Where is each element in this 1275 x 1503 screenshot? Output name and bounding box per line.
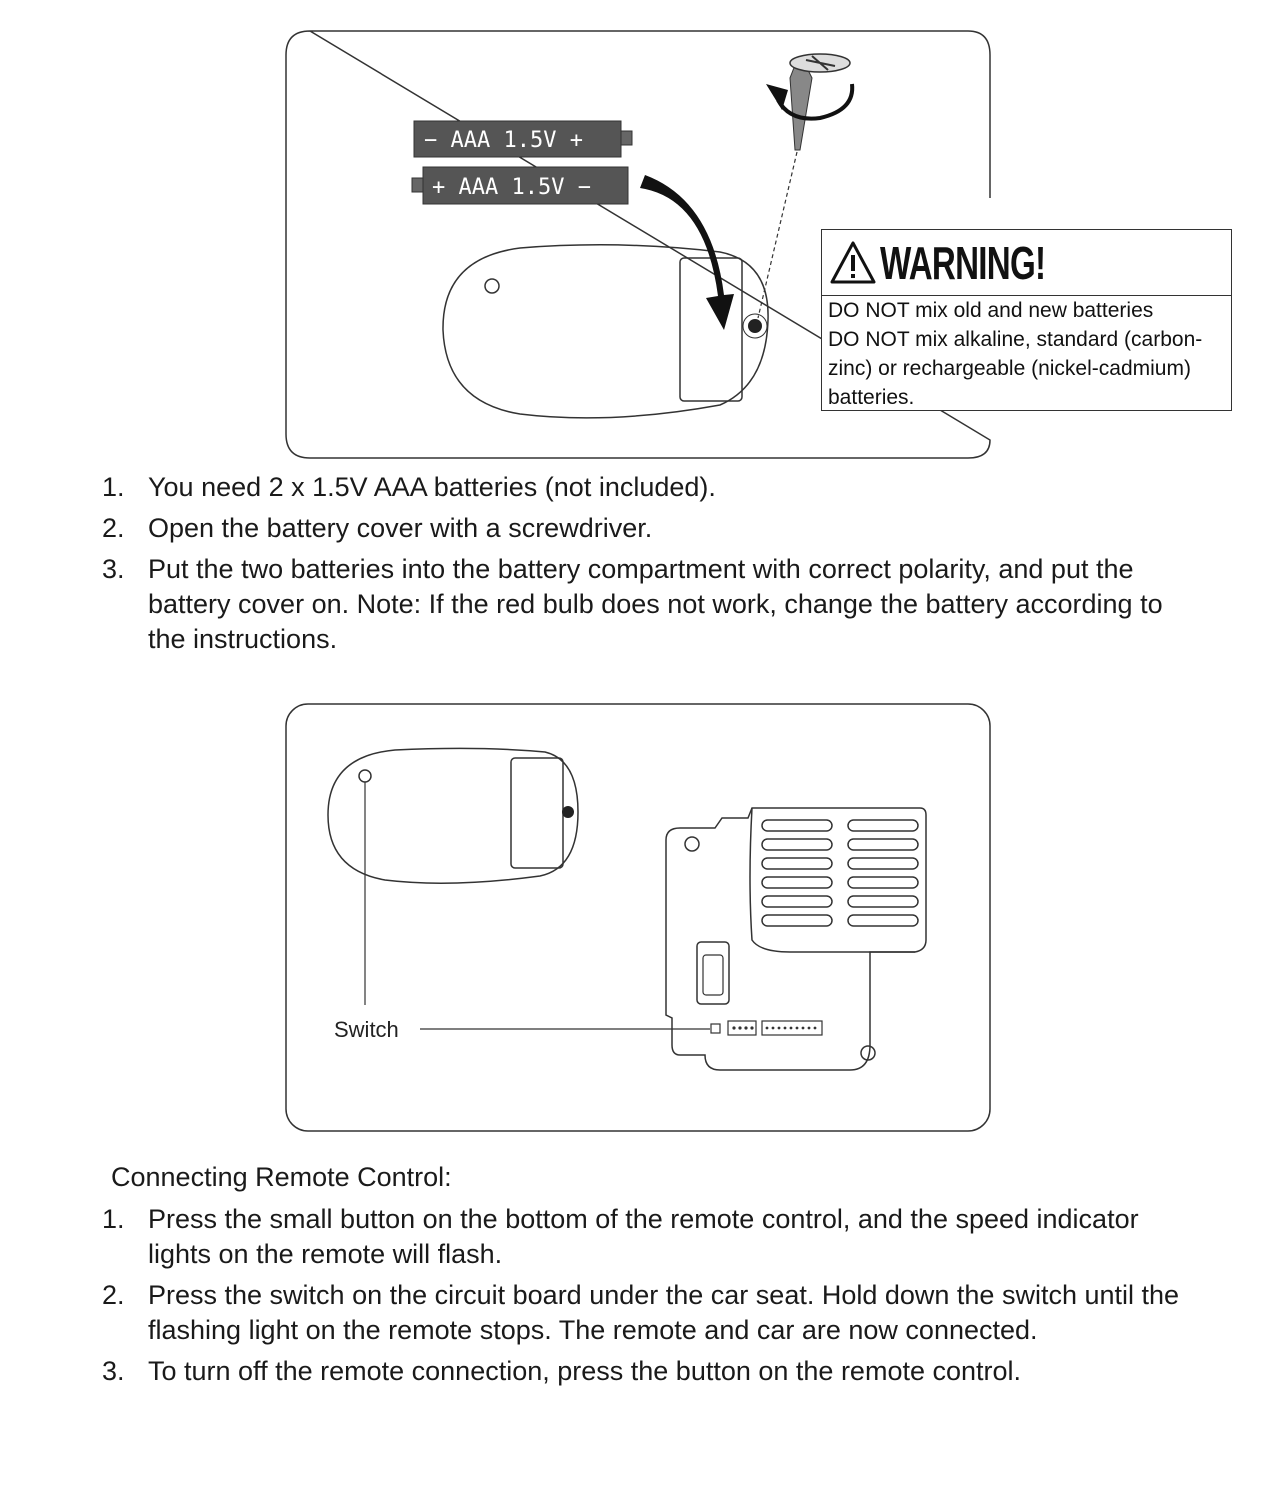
remote-button-icon <box>358 769 372 783</box>
warning-title: WARNING! <box>880 236 1046 289</box>
connecting-steps: 1. Press the small button on the bottom o… <box>100 1202 1200 1395</box>
switch-label: Switch <box>334 1017 399 1042</box>
step-number: 3. <box>102 554 125 584</box>
battery-steps: 1. You need 2 x 1.5V AAA batteries (not i… <box>100 470 1180 663</box>
warning-header: WARNING! <box>822 230 1231 296</box>
step-text: Open the battery cover with a screwdrive… <box>148 513 653 543</box>
list-item: 2. Press the switch on the circuit board … <box>100 1278 1200 1348</box>
list-item: 2. Open the battery cover with a screwdri… <box>100 511 1180 546</box>
figure2-frame <box>285 703 991 1132</box>
step-number: 3. <box>102 1356 125 1386</box>
step-text: Press the switch on the circuit board un… <box>148 1280 1180 1345</box>
list-item: 3. To turn off the remote connection, pre… <box>100 1354 1200 1389</box>
warning-line2: DO NOT mix alkaline, standard (carbon-zi… <box>828 328 1203 409</box>
step-number: 2. <box>102 1280 125 1310</box>
battery-top-label: − AAA 1.5V + <box>424 128 583 153</box>
battery-top-icon: − AAA 1.5V + <box>413 120 633 158</box>
insert-arrow-icon <box>640 175 734 330</box>
screw-icon <box>789 53 851 151</box>
warning-line1: DO NOT mix old and new batteries <box>828 299 1154 322</box>
warning-box: WARNING! DO NOT mix old and new batterie… <box>821 229 1232 411</box>
list-item: 1. You need 2 x 1.5V AAA batteries (not i… <box>100 470 1180 505</box>
battery-bottom-label: + AAA 1.5V − <box>432 175 591 200</box>
remote-drawing <box>327 747 579 884</box>
warning-triangle-icon <box>830 241 876 283</box>
list-item: 3. Put the two batteries into the battery… <box>100 552 1180 657</box>
figure1-frame <box>285 30 991 459</box>
list-item: 1. Press the small button on the bottom o… <box>100 1202 1200 1272</box>
board-switch-icon <box>710 1023 721 1034</box>
step-text: Put the two batteries into the battery c… <box>148 554 1163 654</box>
step-text: To turn off the remote connection, press… <box>148 1356 1022 1386</box>
section-title: Connecting Remote Control: <box>111 1162 452 1192</box>
step-text: You need 2 x 1.5V AAA batteries (not inc… <box>148 472 716 502</box>
circuit-board-drawing <box>665 807 927 1071</box>
battery-bottom-icon: + AAA 1.5V − <box>411 166 629 205</box>
step-number: 1. <box>102 472 125 502</box>
step-number: 1. <box>102 1204 125 1234</box>
screw-guide-line <box>757 151 798 319</box>
step-number: 2. <box>102 513 125 543</box>
step-text: Press the small button on the bottom of … <box>148 1204 1139 1269</box>
rotation-arrow-icon <box>776 83 855 121</box>
